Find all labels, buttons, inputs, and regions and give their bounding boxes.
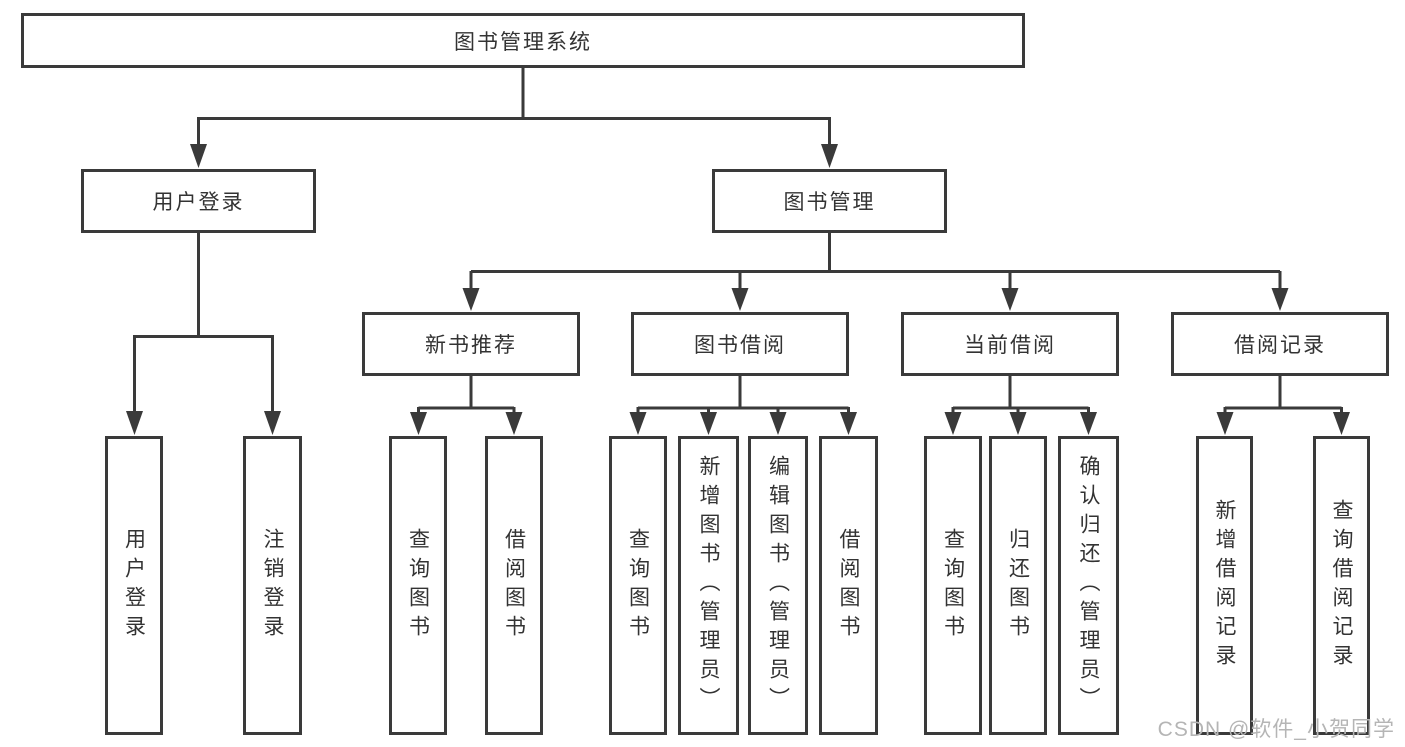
leaf-label: 注销登录 bbox=[261, 527, 284, 644]
leaf-query-borrow-record: 查询借阅记录 bbox=[1313, 436, 1370, 735]
arrowhead-icon bbox=[462, 288, 480, 311]
leaf-label: 归还图书 bbox=[1006, 527, 1030, 644]
arrowhead-icon bbox=[264, 411, 281, 435]
node-label: 用户登录 bbox=[152, 191, 245, 214]
arrowhead-icon bbox=[840, 412, 857, 435]
leaf-label: 查询借阅记录 bbox=[1330, 498, 1353, 673]
leaf-query-books-current: 查询图书 bbox=[924, 436, 982, 735]
leaf-query-books-recommend: 查询图书 bbox=[389, 436, 447, 735]
node-label: 当前借阅 bbox=[964, 334, 1056, 357]
leaf-label: 查询图书 bbox=[626, 527, 650, 644]
leaf-return-book: 归还图书 bbox=[989, 436, 1047, 735]
node-library-management-system: 图书管理系统 bbox=[21, 13, 1025, 68]
node-label: 图书管理 bbox=[783, 191, 876, 214]
node-book-management: 图书管理 bbox=[712, 169, 947, 233]
arrowhead-icon bbox=[126, 411, 143, 435]
node-borrowing-records: 借阅记录 bbox=[1171, 312, 1389, 376]
arrowhead-icon bbox=[821, 144, 838, 168]
leaf-label: 新增借阅记录 bbox=[1213, 498, 1236, 673]
arrowhead-icon bbox=[505, 412, 523, 435]
leaf-borrow-books-recommend: 借阅图书 bbox=[485, 436, 543, 735]
leaf-add-borrow-record: 新增借阅记录 bbox=[1196, 436, 1253, 735]
node-label: 图书借阅 bbox=[694, 334, 786, 357]
arrowhead-icon bbox=[1009, 412, 1027, 435]
arrowhead-icon bbox=[1080, 412, 1097, 435]
node-current-borrowing: 当前借阅 bbox=[901, 312, 1119, 376]
leaf-add-book-admin: 新增图书（管理员） bbox=[678, 436, 739, 735]
arrowhead-icon bbox=[731, 288, 749, 311]
node-user-login: 用户登录 bbox=[81, 169, 316, 233]
leaf-label: 确认归还（管理员） bbox=[1077, 455, 1100, 716]
arrowhead-icon bbox=[769, 412, 787, 435]
arrowhead-icon bbox=[629, 412, 647, 435]
arrowhead-icon bbox=[1271, 288, 1289, 311]
arrowhead-icon bbox=[1216, 412, 1234, 435]
node-book-borrowing: 图书借阅 bbox=[631, 312, 849, 376]
leaf-logout: 注销登录 bbox=[243, 436, 302, 735]
arrowhead-icon bbox=[700, 412, 717, 435]
node-label: 图书管理系统 bbox=[454, 30, 592, 54]
leaf-label: 用户登录 bbox=[122, 527, 146, 644]
node-label: 借阅记录 bbox=[1234, 334, 1326, 357]
leaf-query-books-borrowing: 查询图书 bbox=[609, 436, 667, 735]
arrowhead-icon bbox=[1333, 412, 1350, 435]
node-new-book-recommend: 新书推荐 bbox=[362, 312, 580, 376]
arrowhead-icon bbox=[1001, 288, 1019, 311]
leaf-label: 查询图书 bbox=[406, 527, 430, 644]
leaf-edit-book-admin: 编辑图书（管理员） bbox=[748, 436, 808, 735]
leaf-label: 查询图书 bbox=[941, 527, 965, 644]
node-label: 新书推荐 bbox=[425, 334, 517, 357]
leaf-borrow-books: 借阅图书 bbox=[819, 436, 878, 735]
leaf-label: 新增图书（管理员） bbox=[697, 455, 720, 716]
arrowhead-icon bbox=[190, 144, 207, 168]
csdn-watermark: CSDN @软件_小贺同学 bbox=[1157, 718, 1395, 741]
arrowhead-icon bbox=[944, 412, 962, 435]
arrowhead-icon bbox=[410, 412, 427, 435]
leaf-confirm-return-admin: 确认归还（管理员） bbox=[1058, 436, 1119, 735]
leaf-label: 编辑图书（管理员） bbox=[766, 455, 790, 716]
leaf-label: 借阅图书 bbox=[502, 527, 526, 644]
leaf-label: 借阅图书 bbox=[837, 527, 860, 644]
leaf-user-login: 用户登录 bbox=[105, 436, 163, 735]
